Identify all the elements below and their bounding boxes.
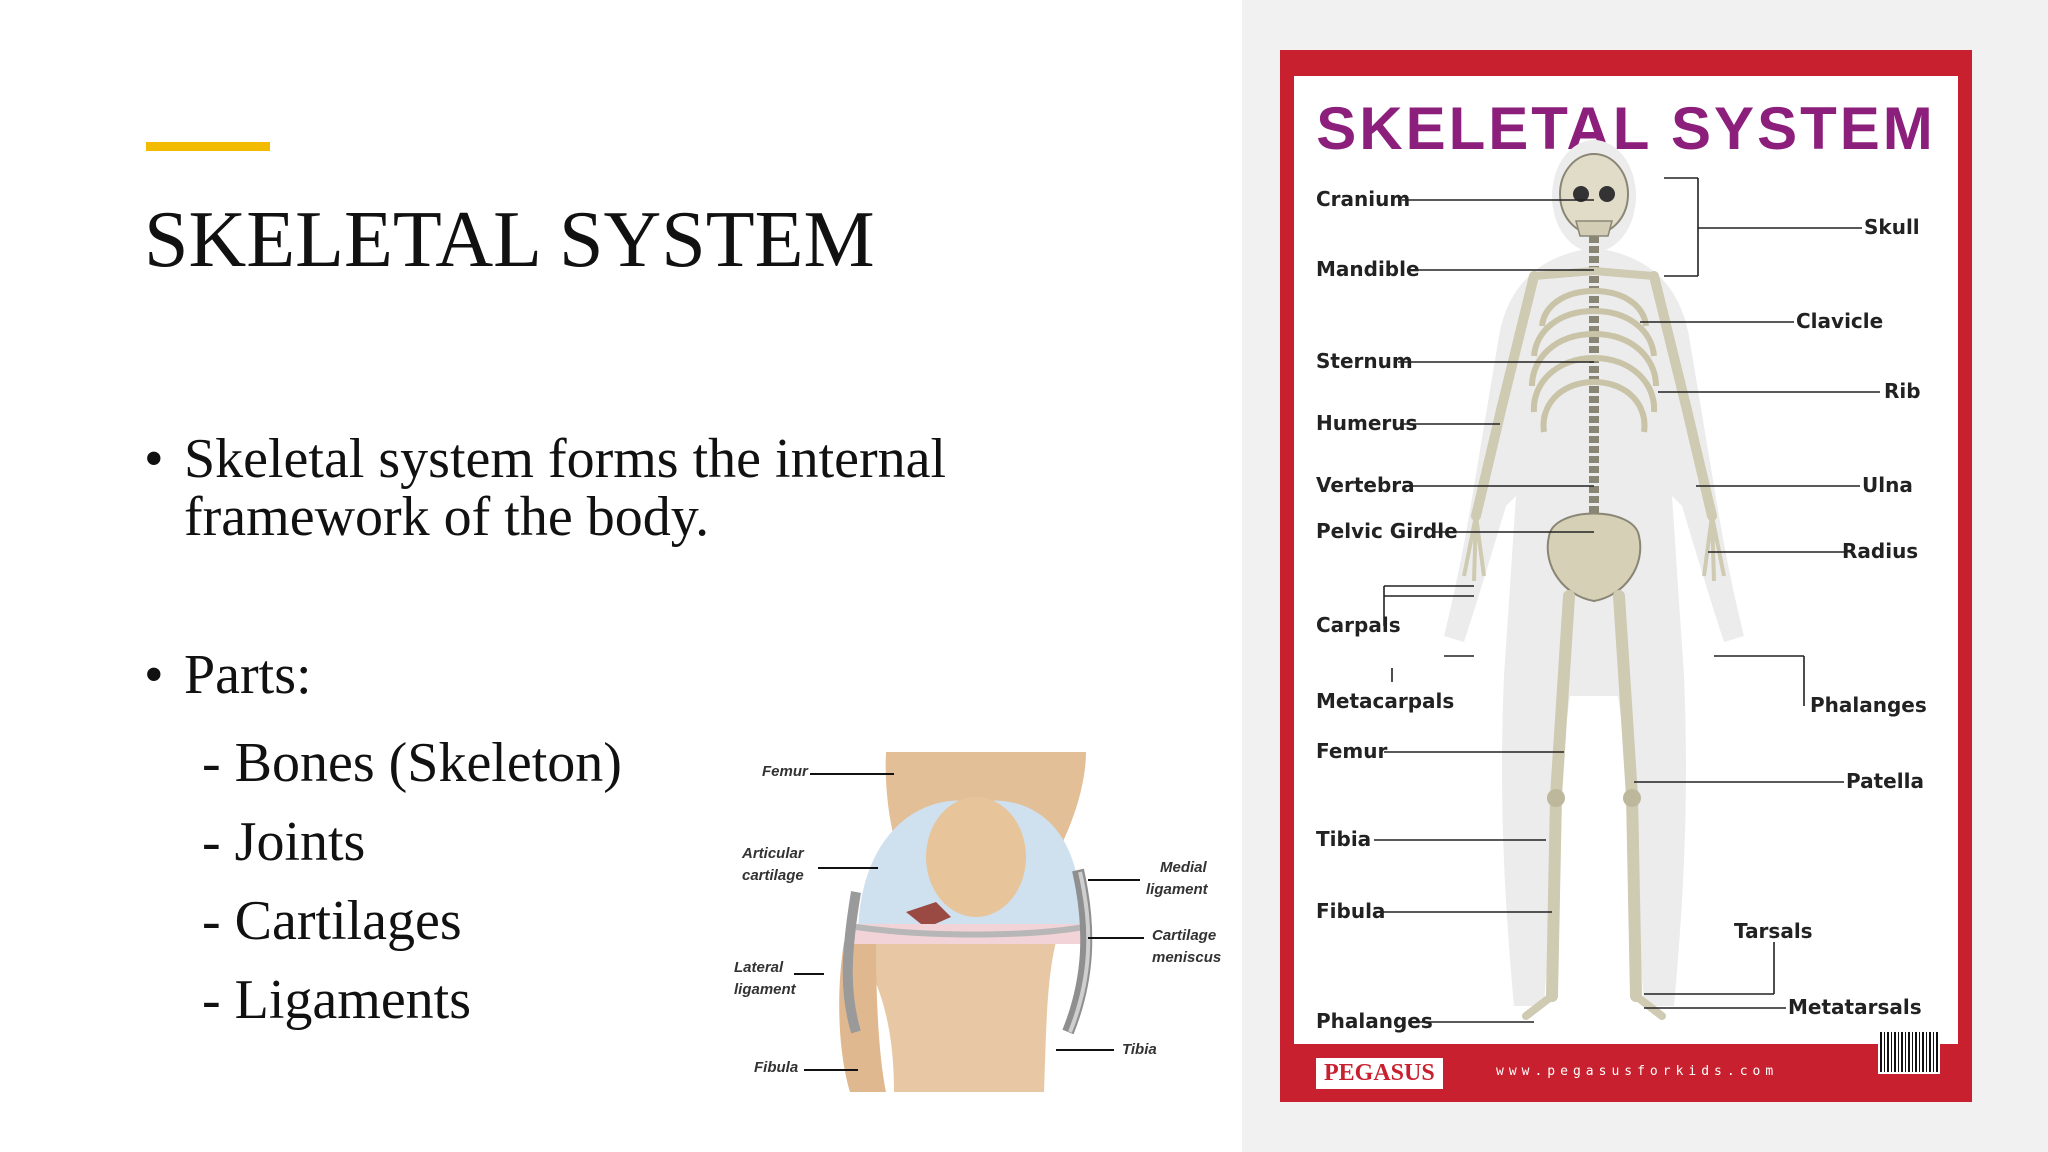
knee-label-cartilage: cartilage bbox=[742, 867, 804, 884]
label-humerus: Humerus bbox=[1316, 411, 1417, 435]
bullet-dot: • bbox=[144, 428, 164, 490]
slide-title: SKELETAL SYSTEM bbox=[144, 196, 875, 284]
sub-item: - Cartilages bbox=[202, 890, 462, 952]
label-phalanges-foot: Phalanges bbox=[1316, 1009, 1433, 1033]
bullet-item: • Skeletal system forms the internal fra… bbox=[144, 430, 1024, 546]
label-carpals: Carpals bbox=[1316, 613, 1401, 637]
label-tibia: Tibia bbox=[1316, 827, 1371, 851]
label-radius: Radius bbox=[1842, 539, 1918, 563]
label-clavicle: Clavicle bbox=[1796, 309, 1883, 333]
label-phalanges-hand: Phalanges bbox=[1810, 693, 1927, 717]
label-mandible: Mandible bbox=[1316, 257, 1420, 281]
knee-label-medial-ligament: ligament bbox=[1146, 881, 1209, 898]
label-metatarsals: Metatarsals bbox=[1788, 995, 1922, 1019]
barcode-icon bbox=[1878, 1030, 1940, 1074]
label-metacarpals: Metacarpals bbox=[1316, 689, 1454, 713]
skeleton-illustration: Cranium Mandible Sternum Humerus Vertebr… bbox=[1316, 140, 1927, 1033]
knee-label-femur: Femur bbox=[762, 763, 809, 780]
bullet-text: Skeletal system forms the internal frame… bbox=[184, 428, 947, 548]
publisher-url: www.pegasusforkids.com bbox=[1496, 1064, 1779, 1079]
poster-panel: SKELETAL SYSTEM bbox=[1294, 76, 1958, 1044]
label-cranium: Cranium bbox=[1316, 187, 1410, 211]
knee-label-cartilage-meniscus: Cartilage bbox=[1152, 927, 1216, 944]
knee-label-tibia: Tibia bbox=[1122, 1041, 1157, 1058]
bullet-text: Parts: bbox=[184, 644, 312, 706]
sub-list: - Bones (Skeleton) - Joints - Cartilages… bbox=[144, 724, 1024, 1040]
bullet-item: • Parts: bbox=[144, 646, 1024, 704]
poster-title: SKELETAL SYSTEM bbox=[1316, 95, 1936, 162]
label-rib: Rib bbox=[1884, 379, 1921, 403]
label-ulna: Ulna bbox=[1862, 473, 1913, 497]
sub-item: - Bones (Skeleton) bbox=[202, 732, 622, 794]
label-femur: Femur bbox=[1316, 739, 1387, 763]
knee-label-meniscus: meniscus bbox=[1152, 949, 1221, 966]
label-tarsals: Tarsals bbox=[1734, 919, 1813, 943]
knee-label-articular: Articular bbox=[741, 845, 805, 862]
knee-label-fibula: Fibula bbox=[754, 1059, 798, 1076]
label-sternum: Sternum bbox=[1316, 349, 1413, 373]
publisher-logo: PEGASUS bbox=[1316, 1058, 1443, 1089]
knee-label-medial: Medial bbox=[1160, 859, 1208, 876]
label-fibula: Fibula bbox=[1316, 899, 1385, 923]
knee-label-lateral: Lateral bbox=[734, 959, 784, 976]
title-accent-bar bbox=[146, 142, 270, 151]
label-skull: Skull bbox=[1864, 215, 1920, 239]
bullet-list: • Skeletal system forms the internal fra… bbox=[144, 430, 1024, 1040]
label-patella: Patella bbox=[1846, 769, 1924, 793]
knee-joint-diagram: Femur Articular cartilage Lateral ligame… bbox=[734, 752, 1221, 1092]
label-pelvic-girdle: Pelvic Girdle bbox=[1316, 519, 1458, 543]
knee-label-lateral-ligament: ligament bbox=[734, 981, 797, 998]
skeleton-poster: SKELETAL SYSTEM bbox=[1280, 50, 1972, 1102]
sub-item: - Ligaments bbox=[202, 969, 472, 1031]
sub-item: - Joints bbox=[202, 811, 366, 873]
label-vertebra: Vertebra bbox=[1316, 473, 1415, 497]
bullet-dot: • bbox=[144, 644, 164, 706]
